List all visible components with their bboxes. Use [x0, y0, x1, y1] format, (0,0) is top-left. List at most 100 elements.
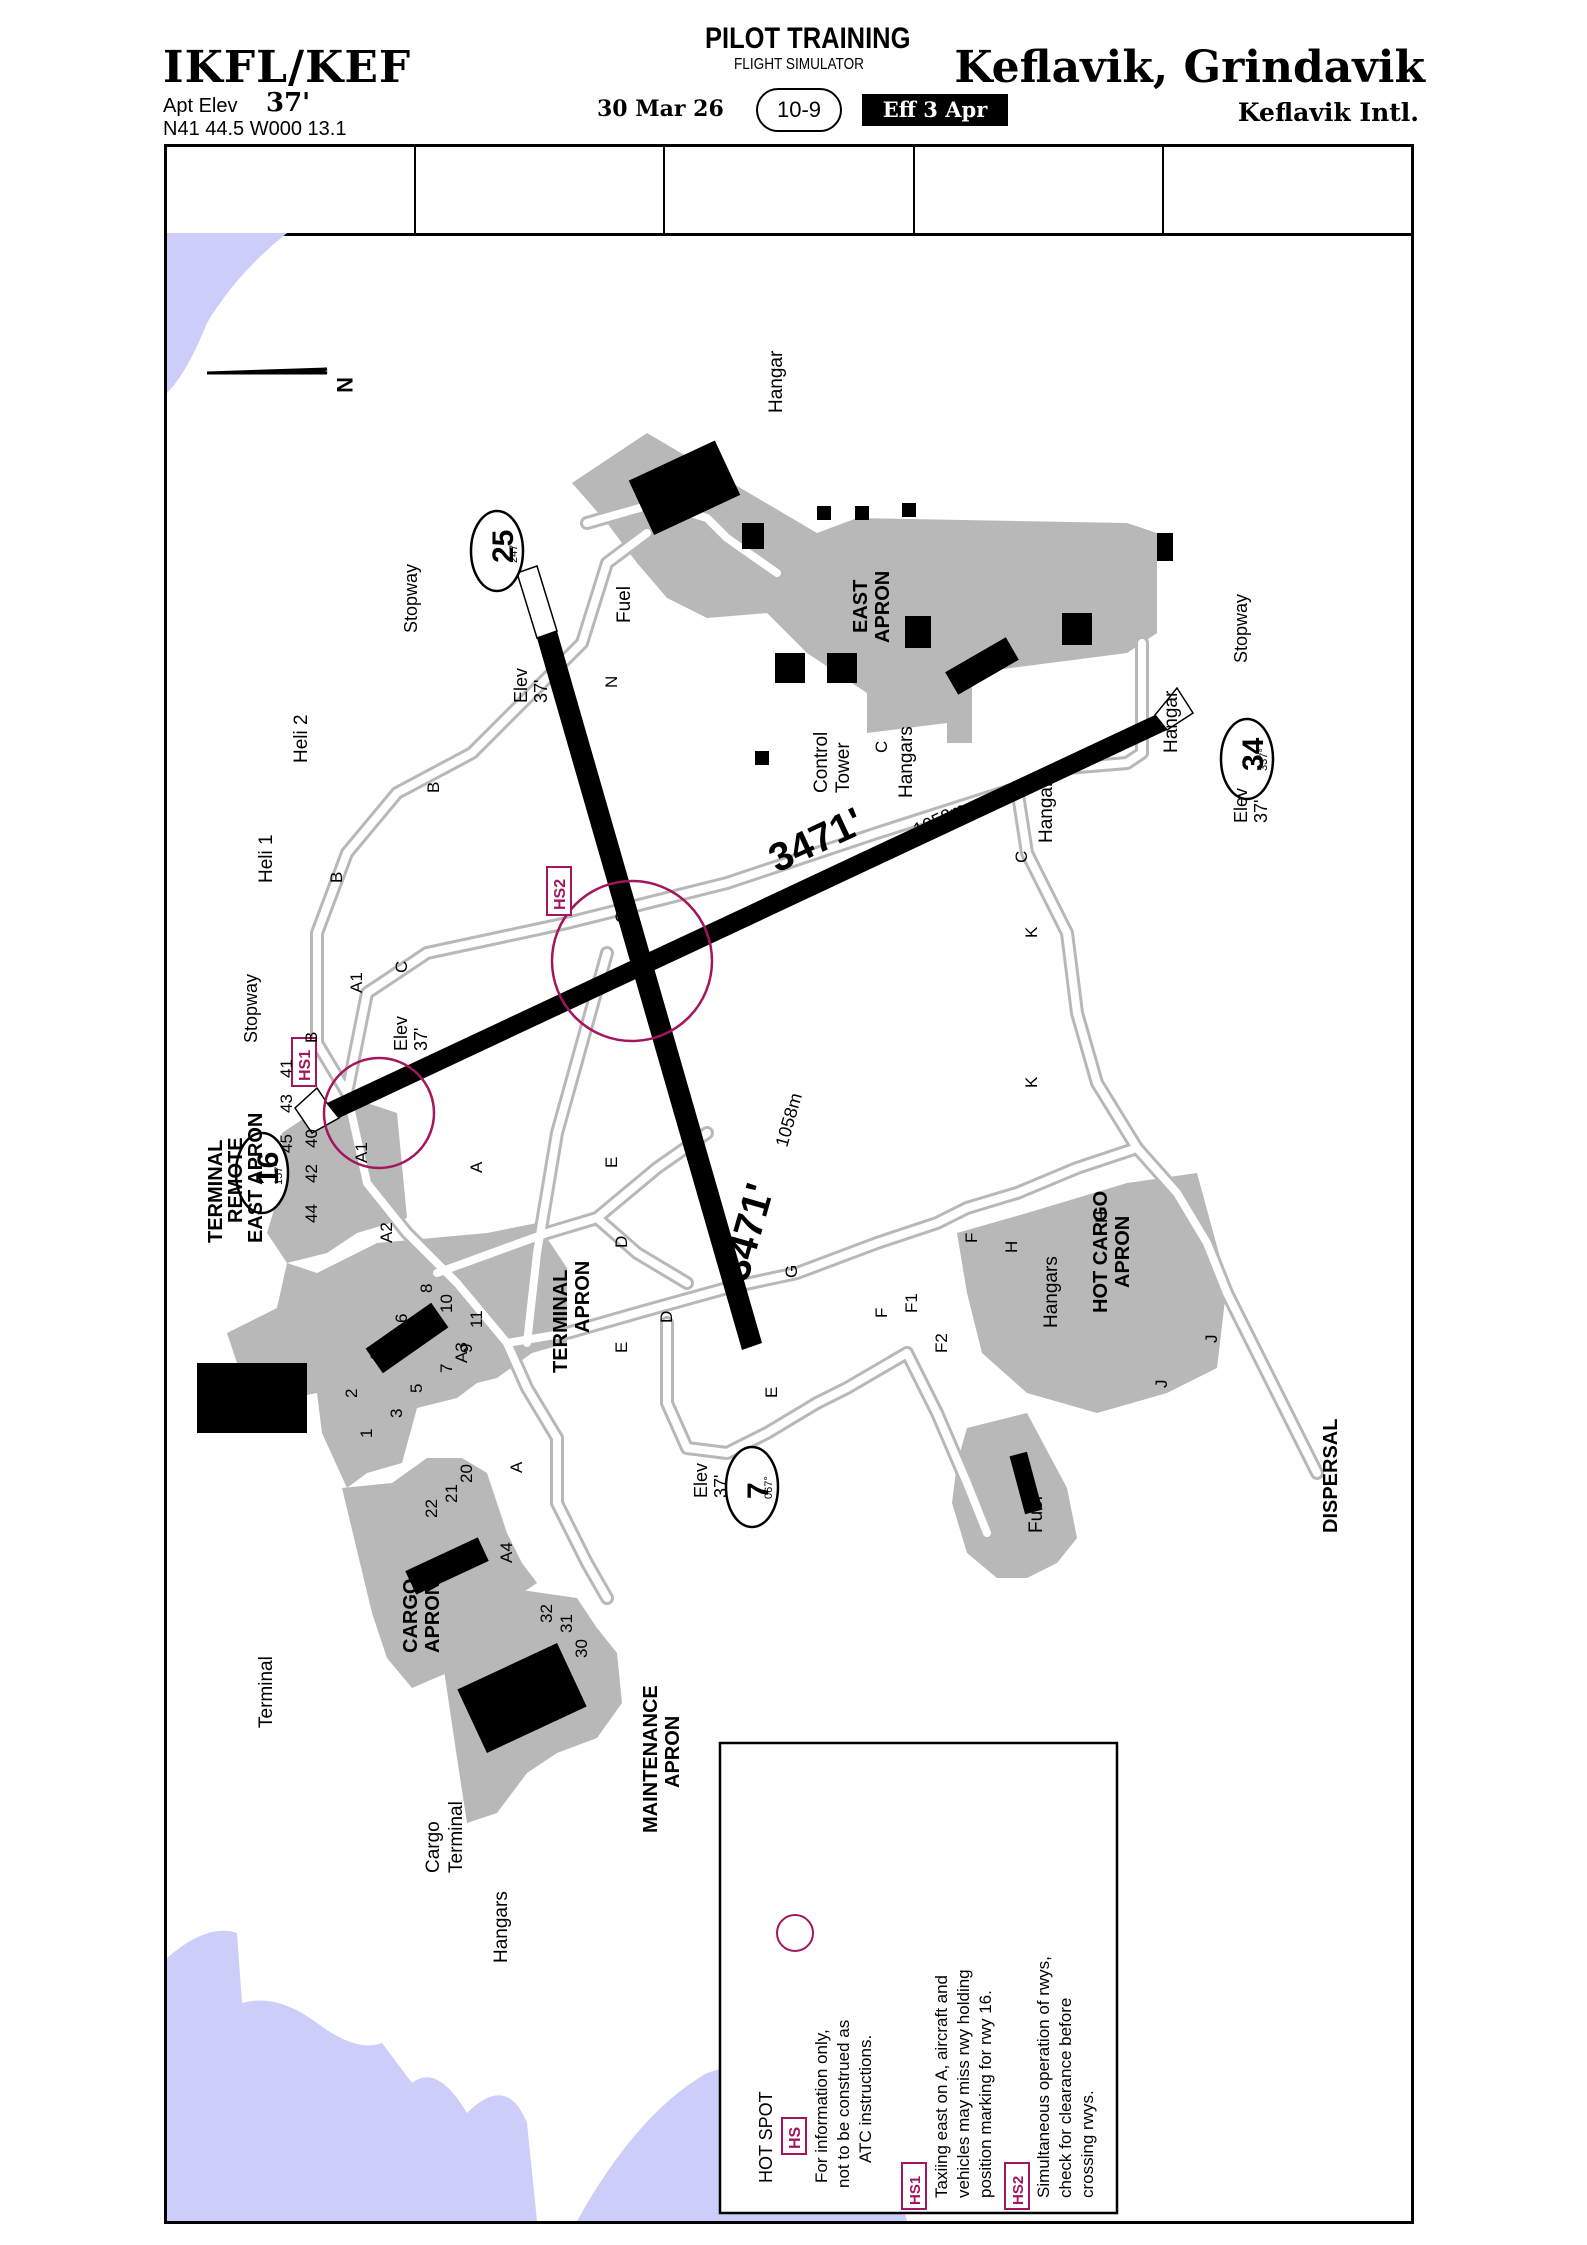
- hot-cargo-apron-label: APRON: [1112, 1216, 1134, 1288]
- cargo-terminal-label: Cargo: [423, 1821, 444, 1873]
- chart-frame: N 3471' 1058m 3471' 1058m 25 247° 34 337…: [164, 144, 1414, 2224]
- stand-number: 22: [422, 1499, 441, 1518]
- stand-number: 9: [457, 1344, 476, 1353]
- hot-cargo-apron-label: HOT CARGO: [1090, 1191, 1112, 1313]
- maintenance-apron-label: MAINTENANCE: [640, 1685, 662, 1833]
- legend-hs1-text: position marking for rwy 16.: [976, 1990, 995, 2198]
- runway-end-7: 7 067°: [724, 1445, 780, 1529]
- svg-text:HS2: HS2: [552, 879, 569, 910]
- hotspot-hs1[interactable]: [322, 1056, 436, 1170]
- taxiway-letter: C: [1012, 851, 1031, 863]
- taxiway-letter: A2: [377, 1222, 396, 1243]
- hotspot-tag-hs2[interactable]: HS2: [546, 866, 572, 916]
- stand-number: 41: [277, 1059, 296, 1078]
- hangar-building: [945, 637, 1019, 695]
- stopway-label: Stopway: [401, 564, 421, 633]
- runway-7-25: [537, 631, 762, 1350]
- taxiway-letter: E: [602, 1157, 621, 1168]
- taxiway-letter: F: [962, 1233, 981, 1243]
- stand-number: 4: [367, 1354, 386, 1363]
- stand-number: 30: [572, 1639, 591, 1658]
- hotspot-hs2[interactable]: [550, 879, 714, 1043]
- hangar-building: [905, 616, 931, 648]
- hangar-building: [628, 440, 741, 536]
- water-area: [167, 1930, 537, 2221]
- taxiway-letter: B: [424, 782, 443, 793]
- legend-hs2-tag: HS2: [1010, 2176, 1027, 2205]
- airport-coordinates: N41 44.5 W000 13.1: [163, 118, 347, 140]
- taxiway-letter: A4: [497, 1542, 516, 1563]
- stand-number: 6: [392, 1314, 411, 1323]
- svg-text:067°: 067°: [763, 1476, 775, 1499]
- hot-cargo-apron: [957, 1173, 1227, 1413]
- legend-hs2-text: crossing rwys.: [1078, 2090, 1097, 2198]
- taxiway-letter: A1: [347, 972, 366, 993]
- airport-diagram[interactable]: N 3471' 1058m 3471' 1058m 25 247° 34 337…: [167, 233, 1411, 2221]
- taxiway-centerline: [503, 1144, 1141, 1347]
- hangar-building: [827, 653, 857, 683]
- frequency-bar: [167, 147, 1411, 236]
- stand-number: 7: [437, 1364, 456, 1373]
- elev-7-label: Elev: [691, 1463, 711, 1498]
- airport-ident: IKFL/KEF: [163, 42, 412, 93]
- stopway-25: [516, 565, 558, 639]
- taxiway-letter: A: [467, 1161, 486, 1173]
- legend-hs1-text: Taxiing east on A, aircraft and: [932, 1975, 951, 2198]
- terminal-building: [197, 1363, 307, 1433]
- stopway-34: [1154, 686, 1195, 732]
- svg-text:247°: 247°: [508, 540, 520, 563]
- taxiway-letter: K: [1022, 926, 1041, 938]
- taxiway-centerline: [583, 499, 781, 577]
- taxiway-letter: J: [1202, 1335, 1221, 1344]
- hot-spot-legend: HOT SPOT HS For information only, not to…: [718, 1741, 1119, 2215]
- taxiway-centerline: [1133, 1144, 1231, 1297]
- taxiway-letter: C: [612, 911, 631, 923]
- stand-number: 42: [302, 1164, 321, 1183]
- taxiway-letter: P: [962, 672, 981, 683]
- hangars-label: Hangars: [1036, 771, 1057, 843]
- svg-text:337°: 337°: [1258, 748, 1270, 771]
- brand-title: PILOT TRAINING: [705, 22, 911, 55]
- hotspot-tag-hs1[interactable]: HS1: [291, 1037, 317, 1087]
- stand-number: 45: [277, 1134, 296, 1153]
- fuel-label: Fuel: [1026, 1496, 1047, 1533]
- heli1-label: Heli 1: [256, 834, 277, 883]
- legend-title: HOT SPOT: [756, 2091, 776, 2183]
- stand-number: 21: [442, 1484, 461, 1503]
- svg-text:7: 7: [742, 1482, 775, 1499]
- maintenance-apron-label: APRON: [662, 1716, 684, 1788]
- taxiway-letter: A: [507, 1461, 526, 1473]
- hangars-label: Hangars: [896, 726, 917, 798]
- fuel-label: Fuel: [614, 586, 635, 623]
- taxiway-centerline: [1223, 1289, 1321, 1477]
- fuel-building: [1009, 1451, 1043, 1515]
- elev-25-value: 37': [531, 680, 551, 703]
- terminal-label: Terminal: [256, 1656, 277, 1728]
- stopway-label: Stopway: [1231, 594, 1251, 663]
- facility-labels: Hangar Hangar Hangars Hangars Hangars Ha…: [256, 350, 1182, 1963]
- city-name: Keflavik, Grindavik: [954, 42, 1425, 93]
- frequency-cell: [915, 147, 1164, 233]
- hangar-label: Hangar: [766, 350, 787, 413]
- control-tower-label: Control: [811, 732, 832, 793]
- taxiway-letter: D: [657, 1311, 676, 1323]
- east-apron: [572, 433, 1157, 743]
- taxiway-letter: A3: [452, 1342, 471, 1363]
- stand-number: 31: [557, 1614, 576, 1633]
- legend-note: ATC instructions.: [856, 2035, 875, 2163]
- stand-number: 40: [302, 1129, 321, 1148]
- taxiway-letter: E: [612, 1342, 631, 1353]
- water-area: [167, 233, 287, 393]
- runway-end-16: 16 157°: [234, 1131, 290, 1215]
- maintenance-hangar: [457, 1643, 587, 1753]
- brand-subtitle: FLIGHT SIMULATOR: [734, 56, 864, 73]
- taxiway-letter: B: [327, 872, 346, 883]
- taxiway-network: [310, 496, 1324, 1605]
- apron-labels: EAST APRON TERMINAL APRON TERMINAL REMOT…: [205, 571, 1342, 1833]
- stand-number: 32: [537, 1604, 556, 1623]
- svg-text:34: 34: [1237, 737, 1270, 771]
- runway-16-34: [327, 715, 1167, 1118]
- taxiway-letter: H: [1092, 1211, 1111, 1223]
- stopway-label: Stopway: [241, 974, 261, 1043]
